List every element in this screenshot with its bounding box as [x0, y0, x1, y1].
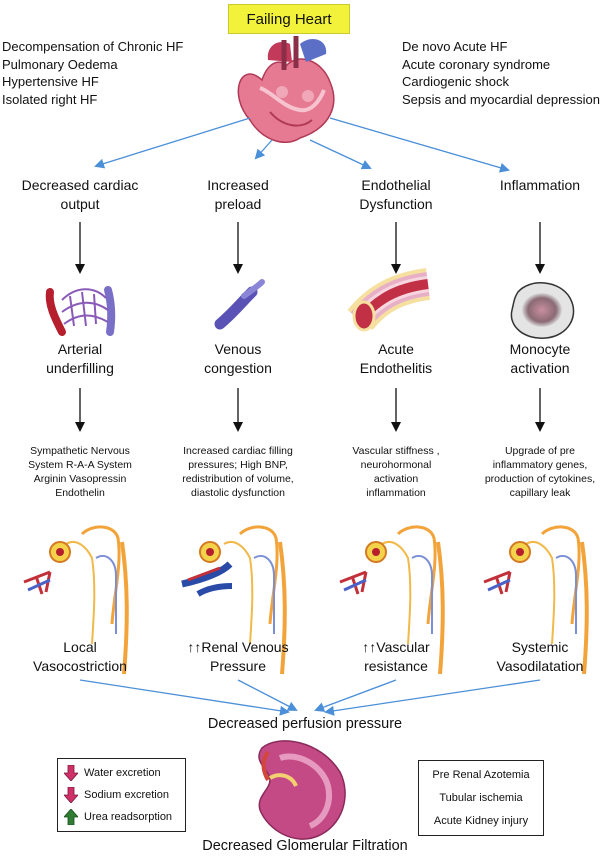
vessel-wall-icon: [347, 268, 431, 332]
renal-effect-label: ↑↑Renal Venous Pressure: [187, 639, 289, 674]
pathway-description: Increased cardiac filling pressures; Hig…: [182, 445, 294, 499]
arterial-capillary-icon: [45, 286, 116, 336]
down-arrow-icon: [63, 786, 79, 804]
pathway-label: Acute Endothelitis: [359, 341, 433, 376]
outcome-item: Pre Renal Azotemia: [432, 769, 530, 781]
pathway-arrows: [75, 222, 545, 432]
right-cause: Acute coronary syndrome: [402, 56, 551, 72]
pathway-head: Inflammation: [499, 177, 581, 193]
left-cause: Decompensation of Chronic HF: [2, 39, 184, 54]
right-cause: De novo Acute HF: [402, 39, 508, 54]
pathway-head: Endothelial Dysfunction: [359, 177, 433, 212]
kidney-icon: [258, 740, 346, 840]
nephron-icon: [339, 525, 445, 675]
renal-effect-label: Local Vasocostriction: [33, 639, 127, 674]
converge-label: Decreased perfusion pressure: [207, 716, 403, 732]
renal-legend: Water excretion Sodium excretion Urea re…: [57, 758, 186, 832]
legend-label: Water excretion: [84, 767, 161, 779]
legend-label: Urea readsorption: [84, 811, 173, 823]
vein-icon: [214, 279, 265, 330]
pathway-label: Monocyte activation: [509, 341, 571, 376]
outcome-item: Acute Kidney injury: [433, 815, 529, 827]
pathway-head: Decreased cardiac output: [21, 177, 139, 212]
outcomes-box: Pre Renal Azotemia Tubular ischemia Acut…: [418, 760, 544, 836]
pathway-description: Upgrade of pre inflammatory genes, produ…: [484, 445, 596, 499]
heart-output-arrows: [94, 117, 510, 173]
nephron-icon: [23, 525, 129, 675]
pathway-description: Vascular stiffness , neurohormonal activ…: [352, 445, 440, 499]
pathway-head: Increased preload: [207, 177, 269, 212]
heart-icon: [237, 36, 335, 143]
left-cause: Pulmonary Oedema: [2, 56, 118, 72]
legend-item: Urea readsorption: [63, 808, 173, 826]
title-box: Failing Heart: [228, 4, 350, 34]
final-label: Decreased Glomerular Filtration: [202, 838, 408, 854]
right-causes-list: De novo Acute HF Acute coronary syndrome…: [402, 38, 600, 108]
pathway-label: Venous congestion: [204, 341, 272, 376]
legend-item: Water excretion: [63, 764, 161, 782]
legend-item: Sodium excretion: [63, 786, 169, 804]
right-cause: Sepsis and myocardial depression: [402, 91, 600, 107]
down-arrow-icon: [63, 764, 79, 782]
renal-effect-label: Systemic Vasodilatation: [496, 639, 584, 674]
nephron-icon: [181, 525, 287, 675]
title-text: Failing Heart: [246, 10, 332, 28]
monocyte-icon: [510, 282, 575, 339]
right-cause: Cardiogenic shock: [402, 74, 509, 89]
left-cause: Hypertensive HF: [2, 74, 99, 89]
pathway-description: Sympathetic Nervous System R-A-A System …: [28, 445, 132, 499]
left-causes-list: Decompensation of Chronic HF Pulmonary O…: [2, 38, 183, 108]
left-cause: Isolated right HF: [2, 91, 98, 107]
nephron-icon: [483, 525, 589, 675]
converge-arrows: [79, 679, 541, 716]
up-arrow-icon: [63, 808, 79, 826]
pathway-label: Arterial underfilling: [46, 341, 114, 376]
outcome-item: Tubular ischemia: [439, 792, 523, 804]
legend-label: Sodium excretion: [84, 789, 169, 801]
renal-effect-label: ↑↑Vascular resistance: [362, 639, 430, 674]
